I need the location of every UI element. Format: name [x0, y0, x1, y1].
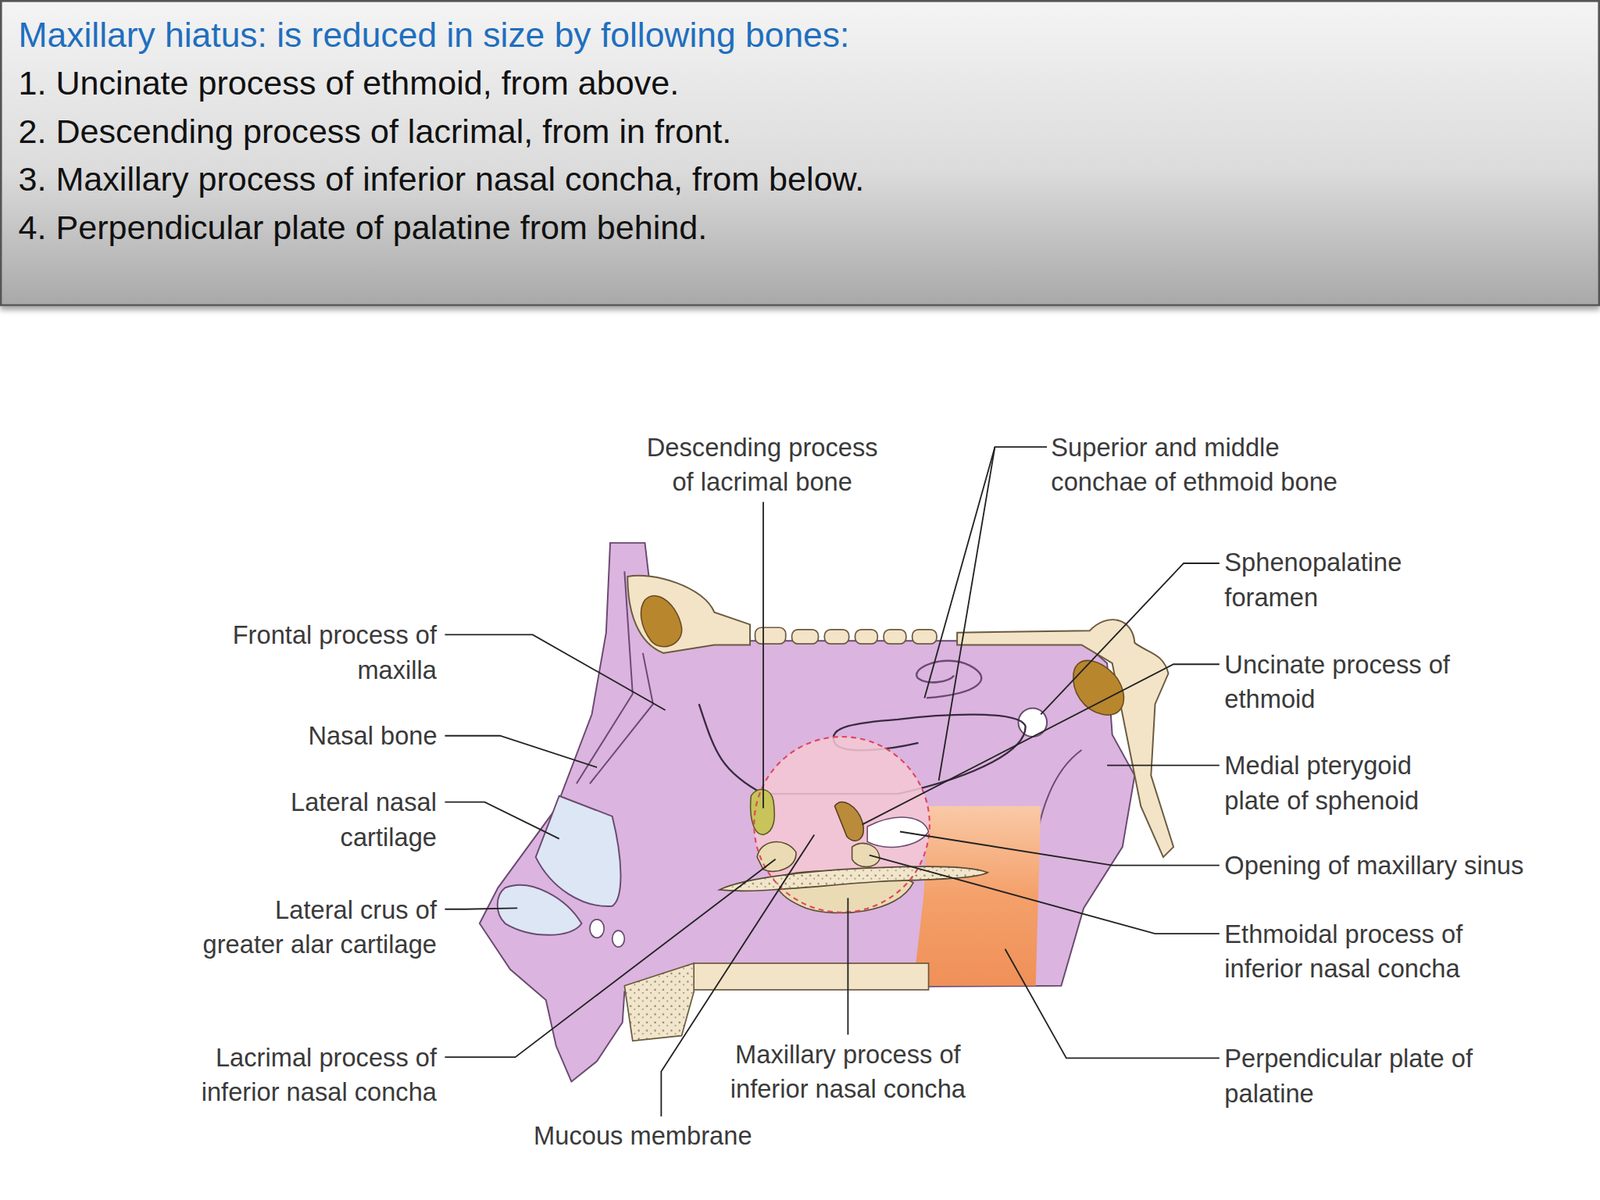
- part-label: Opening of maxillary sinus: [1224, 847, 1524, 883]
- part-label: Maxillary process of inferior nasal conc…: [725, 1036, 971, 1107]
- part-label: Sphenopalatine foramen: [1224, 544, 1429, 615]
- minor-cartilage: [589, 919, 604, 939]
- lateral-nasal-cartilage: [535, 796, 622, 907]
- part-label: Mucous membrane: [533, 1118, 752, 1154]
- part-label: Lateral crus of greater alar cartilage: [196, 892, 437, 962]
- leader-lines: [444, 446, 1219, 1117]
- list-item: 2. Descending process of lacrimal, from …: [18, 110, 733, 152]
- list-item: 4. Perpendicular plate of palatine from …: [18, 207, 708, 248]
- alar-cartilage: [497, 885, 583, 936]
- part-label: Uncinate process of ethmoid: [1224, 646, 1469, 717]
- list-item: 1. Uncinate process of ethmoid, from abo…: [18, 63, 680, 104]
- lacrimal-process: [757, 842, 797, 872]
- list-item: 3. Maxillary process of inferior nasal c…: [18, 159, 865, 200]
- frontal-sinus: [640, 596, 682, 647]
- cribriform-plate: [755, 627, 937, 644]
- part-label: Descending process of lacrimal bone: [639, 429, 885, 500]
- ethmoidal-process: [852, 842, 880, 867]
- opening-maxillary-sinus: [867, 817, 929, 847]
- minor-cartilage: [612, 930, 625, 947]
- inferior-concha: [719, 866, 989, 891]
- header-band: Maxillary hiatus: is reduced in size by …: [0, 0, 1600, 307]
- part-label: Superior and middle conchae of ethmoid b…: [1050, 429, 1358, 500]
- lacrimal-descending-process: [750, 789, 775, 836]
- part-label: Frontal process of maxilla: [222, 617, 437, 687]
- perpendicular-plate: [913, 806, 1041, 986]
- frontal-bone: [627, 575, 750, 654]
- part-label: Nasal bone: [307, 718, 437, 754]
- part-label: Lateral nasal cartilage: [273, 784, 437, 854]
- lateral-wall: [479, 542, 1136, 1083]
- uncinate-process: [834, 802, 864, 842]
- part-label: Ethmoidal process of inferior nasal conc…: [1224, 916, 1480, 986]
- palate-anterior: [624, 963, 694, 1041]
- part-label: Lacrimal process of inferior nasal conch…: [192, 1039, 437, 1110]
- part-label: Medial pterygoid plate of sphenoid: [1224, 747, 1439, 818]
- part-label: Perpendicular plate of palatine: [1224, 1040, 1480, 1111]
- heading-text: Maxillary hiatus: is reduced in size by …: [18, 14, 850, 55]
- sphenoid-sinus: [1073, 660, 1125, 715]
